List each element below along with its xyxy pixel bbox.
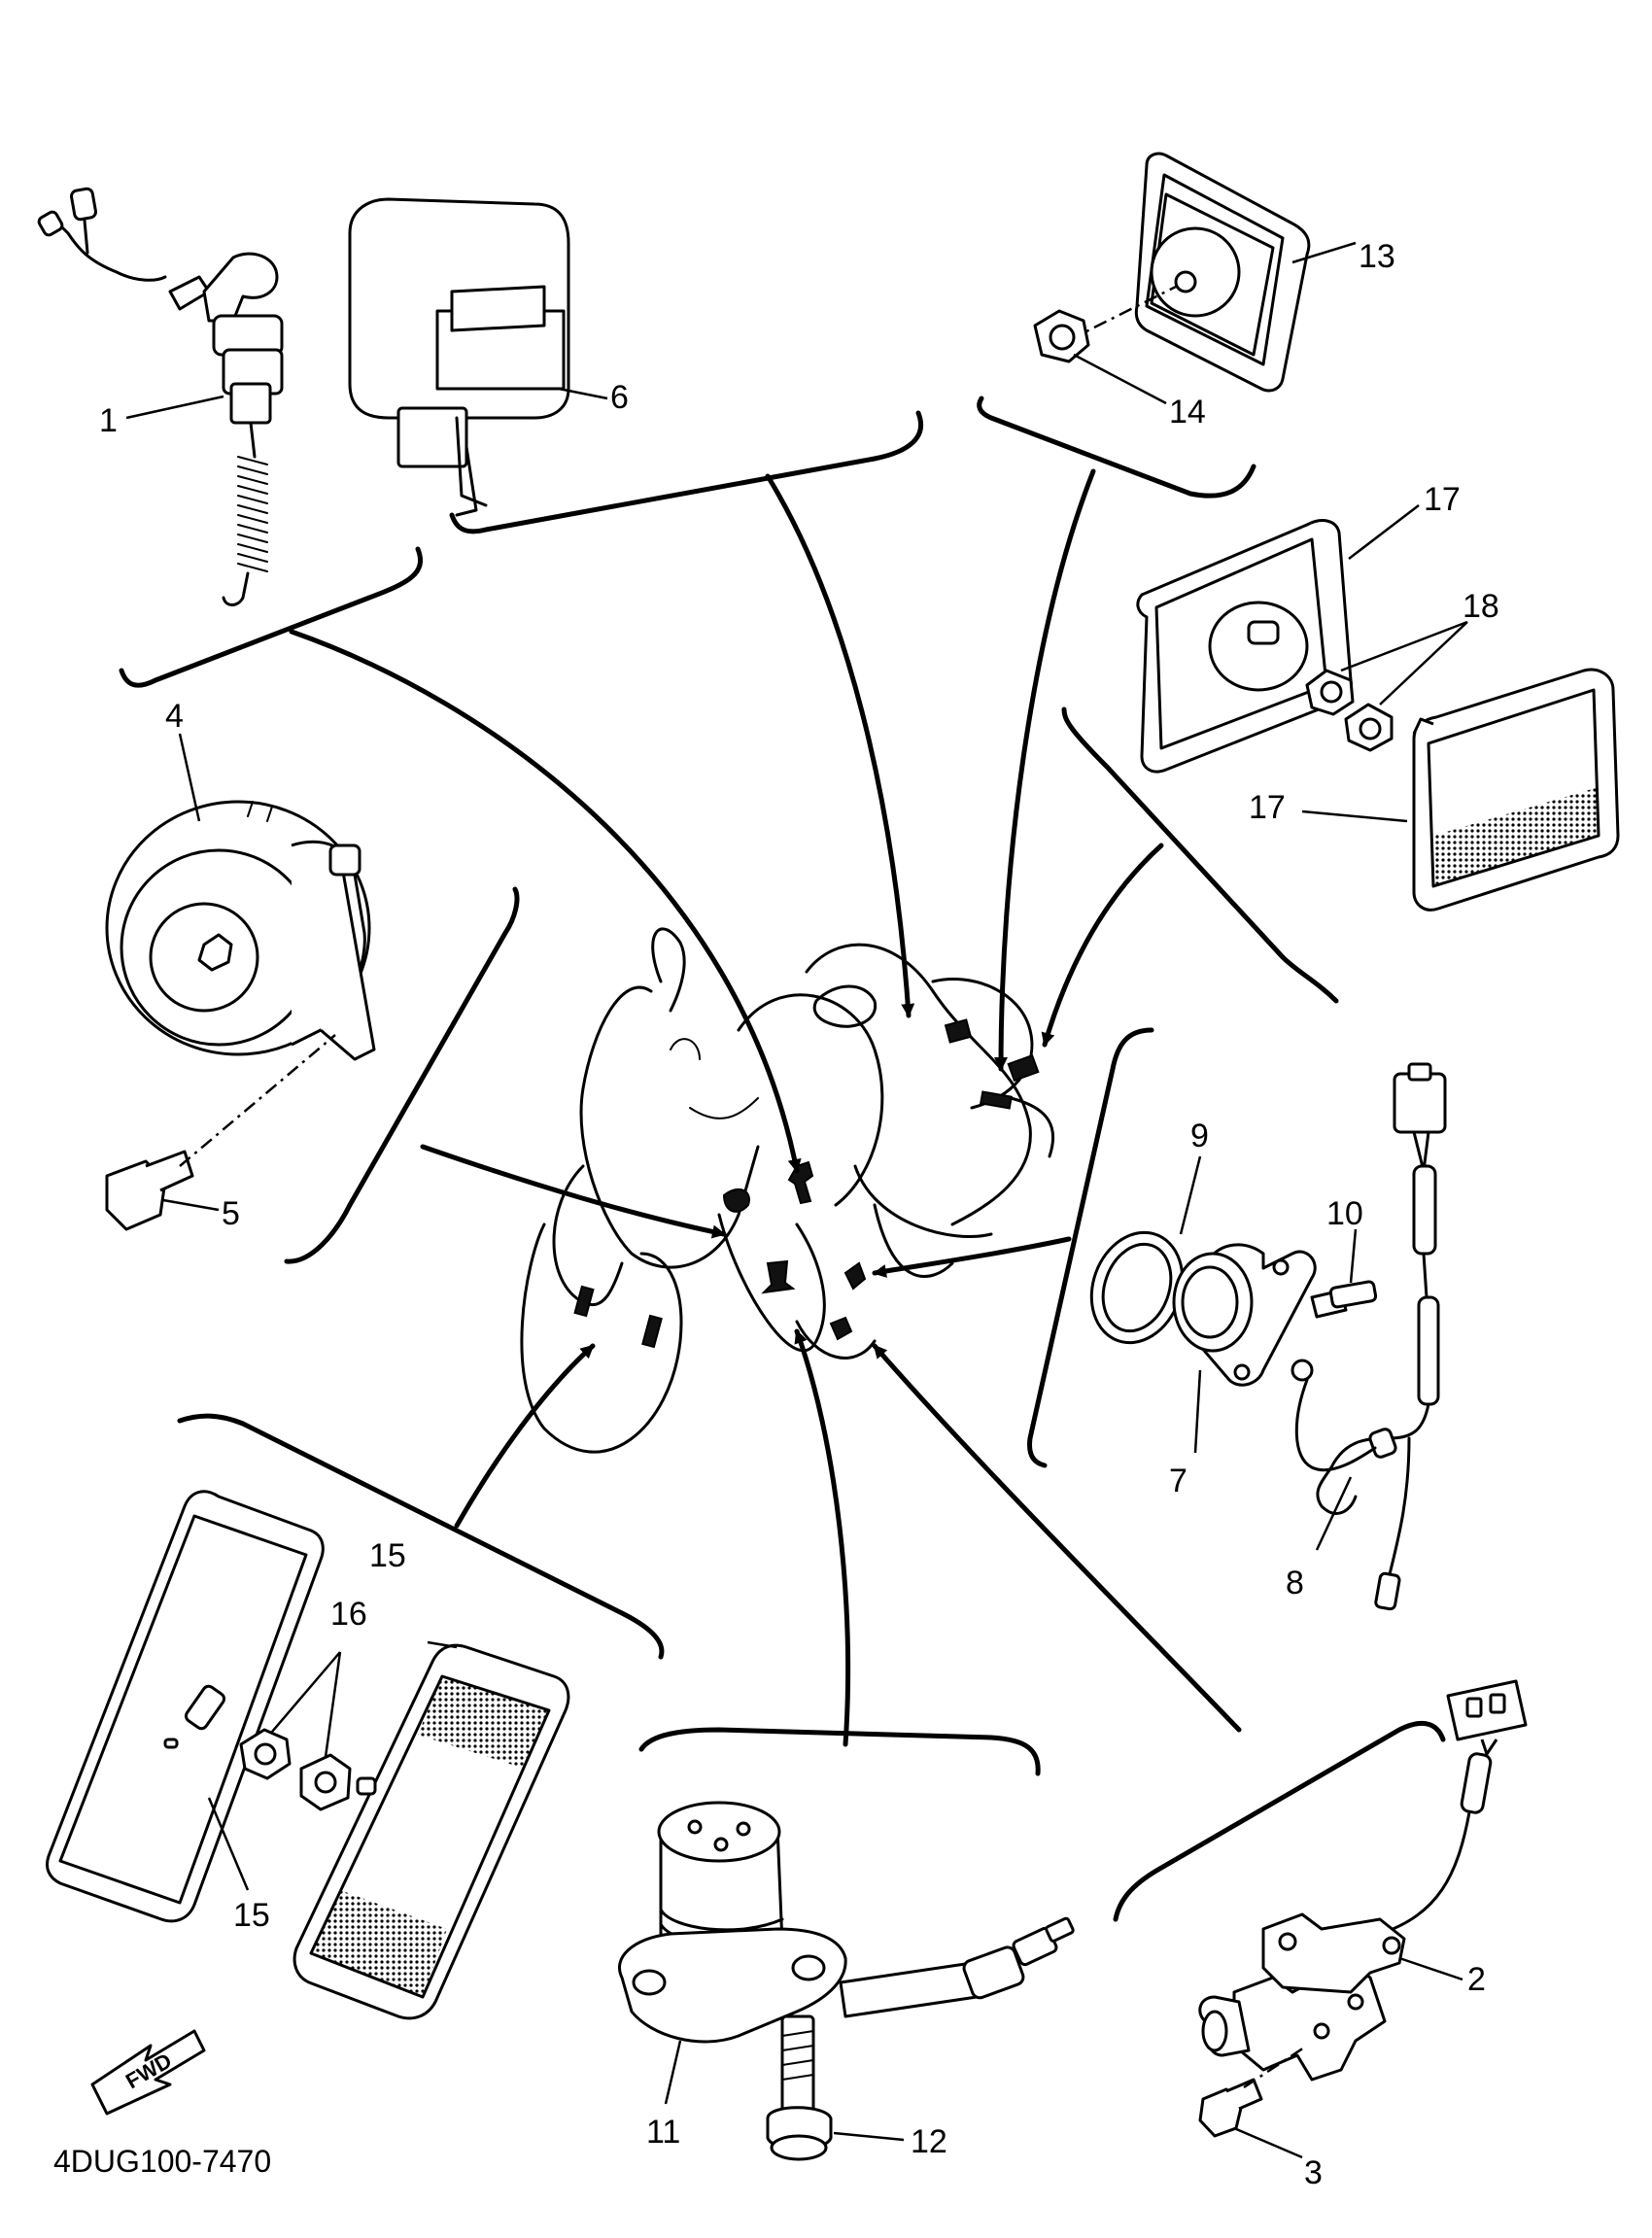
part-3-screw <box>1198 2044 1308 2159</box>
callout-7: 7 <box>1169 1463 1187 1499</box>
callout-18: 18 <box>1463 588 1499 625</box>
part-13-reflector <box>1068 152 1357 393</box>
callout-17-lower: 17 <box>1249 789 1286 826</box>
group-brackets <box>119 396 1446 1922</box>
callout-3: 3 <box>1304 2154 1323 2191</box>
connector-arrows <box>289 468 1242 1747</box>
part-17-reflector-lower <box>1301 668 1620 912</box>
part-11-sensor <box>618 1801 1075 2105</box>
part-17-reflector-upper <box>1136 504 1420 774</box>
part-6-relay <box>348 197 608 517</box>
callout-13: 13 <box>1359 238 1395 275</box>
callout-17-upper: 17 <box>1424 481 1461 518</box>
part-15-reflector-right <box>293 1640 570 2020</box>
part-4-horn <box>105 733 376 1061</box>
callout-15-lower: 15 <box>233 1897 270 1934</box>
part-8-lead-wire <box>1291 1062 1447 1611</box>
part-1-switch <box>37 187 284 606</box>
motorcycle-outline <box>520 927 1055 1454</box>
callout-2: 2 <box>1467 1961 1486 1998</box>
callout-8: 8 <box>1286 1565 1304 1601</box>
callout-15-upper: 15 <box>369 1537 406 1574</box>
diagram-code: 4DUG100-7470 <box>53 2144 271 2179</box>
part-7-sender <box>1172 1243 1317 1454</box>
part-10-screw <box>1310 1228 1378 1319</box>
part-5-bolt <box>105 1034 336 1231</box>
callout-1: 1 <box>99 402 118 439</box>
callout-10: 10 <box>1326 1195 1363 1232</box>
fwd-arrow-icon: FWD <box>90 2029 206 2116</box>
callout-11: 11 <box>646 2114 680 2151</box>
callout-14: 14 <box>1169 394 1206 430</box>
callout-12: 12 <box>911 2123 947 2160</box>
callout-16: 16 <box>330 1596 367 1633</box>
part-18-nuts <box>1305 620 1468 752</box>
callout-6: 6 <box>610 379 629 416</box>
part-15-reflector-left <box>46 1490 325 1923</box>
callout-4: 4 <box>165 698 184 735</box>
callout-labels: 1 6 13 14 17 18 17 4 5 9 10 7 8 15 16 15… <box>99 238 1499 2191</box>
callout-5: 5 <box>222 1195 240 1232</box>
part-12-bolt <box>766 2014 905 2161</box>
part-14-nut <box>1033 309 1167 405</box>
callout-9: 9 <box>1190 1118 1209 1154</box>
part-2-switch <box>1198 1679 1528 2082</box>
part-16-nuts <box>239 1651 352 1811</box>
